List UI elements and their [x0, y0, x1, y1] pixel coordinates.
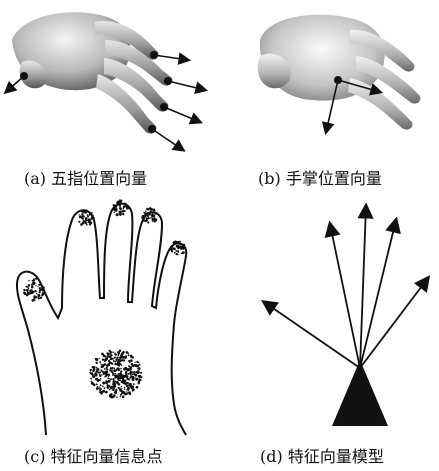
panel-a-hand-render [0, 0, 220, 160]
panel-d-vector-model [220, 190, 439, 440]
panel-b-hand-render [220, 0, 439, 160]
vector-thumb [6, 76, 24, 92]
panel-a-five-finger-vectors [0, 0, 220, 160]
feature-points-little-cluster [170, 240, 185, 255]
panel-b-palm-vectors [220, 0, 439, 160]
caption-panel-b: (b) 手掌位置向量 [258, 165, 382, 189]
panel-c-hand-outline [0, 190, 220, 440]
feature-points-index-cluster [78, 209, 94, 226]
vector-ring-finger [164, 107, 200, 122]
caption-panel-d: (d) 特征向量模型 [260, 443, 384, 467]
vector-little-finger [152, 129, 183, 150]
panel-c-feature-points [0, 190, 220, 440]
model-vector-5 [264, 302, 360, 368]
caption-panel-c: (c) 特征向量信息点 [24, 443, 163, 467]
vector-index-finger [154, 55, 188, 60]
feature-points-middle-cluster [112, 199, 129, 216]
feature-points-ring-cluster [141, 207, 157, 223]
panel-d-model-diagram [220, 190, 439, 440]
vector-middle-finger [168, 81, 205, 90]
caption-panel-a: (a) 五指位置向量 [24, 165, 147, 189]
model-base-cone [332, 360, 388, 426]
model-vector-1 [330, 224, 360, 368]
feature-points-palm-cluster [89, 350, 142, 399]
feature-points-thumb-cluster [23, 278, 45, 302]
